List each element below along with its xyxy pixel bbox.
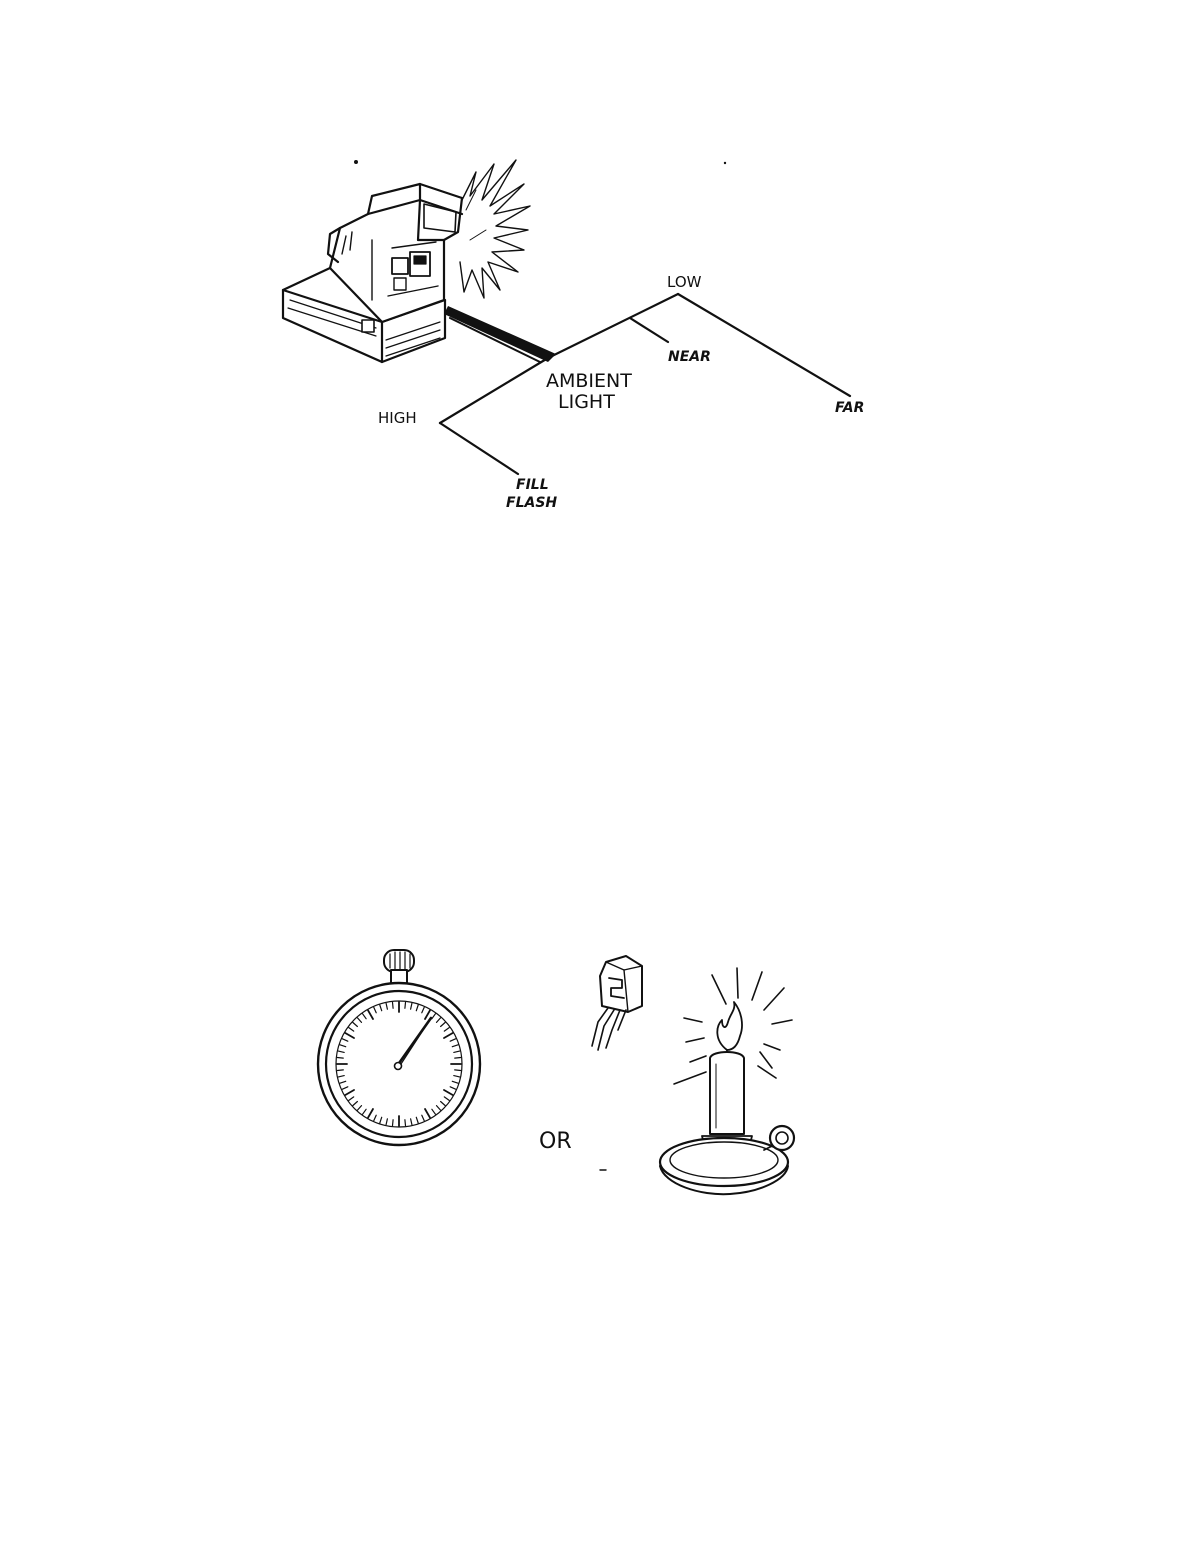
speck-mark [354, 160, 358, 164]
dial-tick-mark [393, 1002, 394, 1008]
decision-tree [440, 294, 850, 474]
label-far: FAR [835, 400, 864, 416]
branch-far-line [678, 294, 850, 396]
label-ambient: AMBIENT [546, 370, 632, 392]
label-near: NEAR [668, 349, 711, 365]
flash-burst-icon [460, 160, 530, 298]
camera-flash-diagram: LOW NEAR FAR HIGH AMBIENT LIGHT FILL FLA… [283, 160, 864, 511]
label-low: LOW [667, 273, 702, 291]
branch-fill-flash-line [440, 423, 518, 474]
dial-tick-mark [405, 1002, 406, 1008]
dial-tick-mark [455, 1058, 461, 1059]
label-light: LIGHT [558, 391, 615, 413]
dial-tick-mark [337, 1070, 343, 1071]
stopwatch-icon [318, 950, 480, 1145]
branch-near-line [630, 318, 668, 342]
dial-tick-mark [405, 1120, 406, 1126]
trunk-line [450, 318, 540, 362]
or-label: OR [539, 1129, 572, 1154]
label-fill: FILL [516, 477, 549, 493]
trunk-line [444, 306, 556, 362]
flashcube-icon [592, 956, 642, 1050]
branch-high-line [440, 358, 548, 423]
dial-tick-mark [337, 1058, 343, 1059]
instant-camera-icon [283, 184, 462, 362]
label-flash: FLASH [506, 495, 557, 511]
dial-tick-mark [393, 1120, 394, 1126]
label-high: HIGH [378, 409, 417, 427]
speck-mark [724, 162, 726, 164]
candle-icon [660, 968, 794, 1194]
dial-tick-mark [455, 1070, 461, 1071]
branch-low-line [548, 294, 678, 358]
timing-alternatives-illustration: OR [318, 950, 794, 1194]
